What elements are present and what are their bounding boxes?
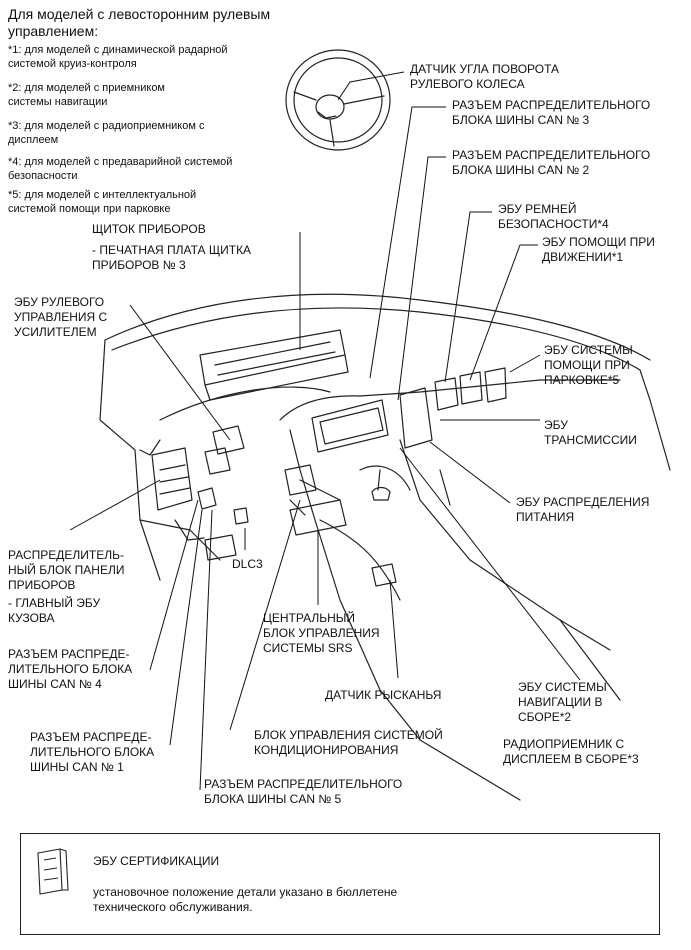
label-can-connector-2: РАЗЪЕМ РАСПРЕДЕЛИТЕЛЬНОГО БЛОКА ШИНЫ CAN…	[452, 148, 651, 177]
label-can-connector-5: РАЗЪЕМ РАСПРЕДЕЛИТЕЛЬНОГО БЛОКА ШИНЫ CAN…	[204, 777, 403, 806]
label-srs-unit: ЦЕНТРАЛЬНЫЙ БЛОК УПРАВЛЕНИЯ СИСТЕМЫ SRS	[263, 611, 380, 655]
label-eps-ecu: ЭБУ РУЛЕВОГО УПРАВЛЕНИЯ С УСИЛИТЕЛЕМ	[14, 295, 108, 339]
label-ac-control: БЛОК УПРАВЛЕНИЯ СИСТЕМОЙ КОНДИЦИОНИРОВАН…	[254, 728, 443, 757]
footnote-1: *1: для моделей с динамической радарной …	[8, 44, 228, 70]
footnote-5: *5: для моделей с интеллектуальной систе…	[8, 189, 197, 215]
footnote-4: *4: для моделей с предаварийной системой…	[8, 156, 233, 182]
leader-lines	[69, 71, 581, 791]
label-instrument-panel: ЩИТОК ПРИБОРОВ	[92, 222, 206, 236]
label-yaw-sensor: ДАТЧИК РЫСКАНЬЯ	[325, 688, 442, 702]
instrument-cluster-drawing	[199, 329, 349, 401]
certification-ecu-title: ЭБУ СЕРТИФИКАЦИИ	[93, 854, 220, 868]
steering-wheel-drawing	[285, 49, 391, 151]
right-ecu-boxes	[399, 367, 507, 449]
eps-ecu-drawing	[204, 425, 245, 475]
label-can-connector-3: РАЗЪЕМ РАСПРЕДЕЛИТЕЛЬНОГО БЛОКА ШИНЫ CAN…	[452, 98, 651, 127]
certification-ecu-icon	[37, 848, 69, 895]
label-instrument-pcb: - ПЕЧАТНАЯ ПЛАТА ЩИТКА ПРИБОРОВ № 3	[92, 243, 252, 272]
certification-ecu-note: установочное положение детали указано в …	[93, 885, 398, 914]
label-dlc3: DLC3	[232, 557, 263, 571]
label-junction-block: РАСПРЕДЕЛИТЕЛЬ- НЫЙ БЛОК ПАНЕЛИ ПРИБОРОВ	[8, 548, 125, 592]
label-transmission-ecu: ЭБУ ТРАНСМИССИИ	[544, 418, 637, 447]
center-display-drawing	[311, 399, 389, 453]
label-seatbelt-ecu: ЭБУ РЕМНЕЙ БЕЗОПАСНОСТИ*4	[498, 202, 609, 231]
label-main-body-ecu: - ГЛАВНЫЙ ЭБУ КУЗОВА	[8, 596, 101, 625]
certification-note-box	[20, 833, 660, 935]
label-can-connector-4: РАЗЪЕМ РАСПРЕДЕ- ЛИТЕЛЬНОГО БЛОКА ШИНЫ C…	[8, 647, 133, 691]
label-power-distribution-ecu: ЭБУ РАСПРЕДЕЛЕНИЯ ПИТАНИЯ	[516, 495, 650, 524]
diagram-title: Для моделей с левосторонним рулевым упра…	[8, 6, 271, 39]
label-steering-angle-sensor: ДАТЧИК УГЛА ПОВОРОТА РУЛЕВОГО КОЛЕСА	[410, 62, 560, 91]
footnote-2: *2: для моделей с приемником системы нав…	[8, 82, 165, 108]
label-radio-display: РАДИОПРИЕМНИК С ДИСПЛЕЕМ В СБОРЕ*3	[503, 737, 639, 766]
junction-block-drawing	[151, 447, 193, 511]
label-can-connector-1: РАЗЪЕМ РАСПРЕДЕ- ЛИТЕЛЬНОГО БЛОКА ШИНЫ C…	[30, 730, 155, 774]
connector-drawings	[197, 464, 397, 587]
label-navigation-ecu: ЭБУ СИСТЕМЫ НАВИГАЦИИ В СБОРЕ*2	[518, 680, 607, 724]
label-driving-support-ecu: ЭБУ ПОМОЩИ ПРИ ДВИЖЕНИИ*1	[542, 235, 655, 264]
label-parking-assist-ecu: ЭБУ СИСТЕМЫ ПОМОЩИ ПРИ ПАРКОВКЕ*5	[544, 343, 633, 387]
footnote-3: *3: для моделей с радиоприемником с дисп…	[8, 120, 205, 146]
